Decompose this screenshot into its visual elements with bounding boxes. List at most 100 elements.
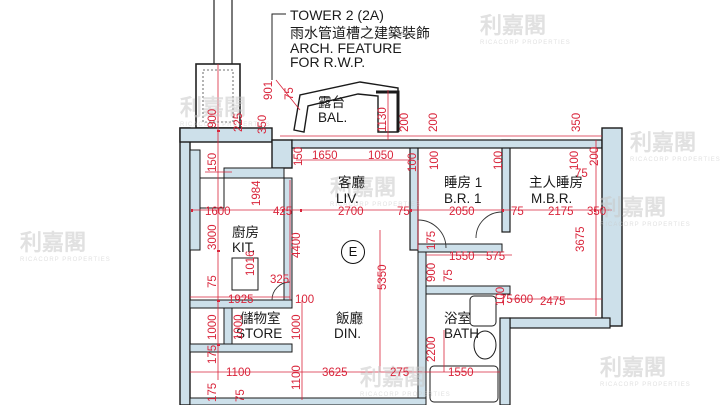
room-label-store-en: STORE (236, 326, 283, 341)
dim-150: 150 (207, 152, 219, 172)
room-label-kitchen-zh: 廚房 (232, 225, 259, 240)
dim-1016: 1016 (245, 250, 257, 276)
room-label-mbr-en: M.B.R. (531, 191, 573, 206)
dim-900-b: 900 (426, 262, 438, 282)
room-label-kitchen-en: KIT. (232, 240, 256, 255)
dim-175-c: 175 (207, 382, 219, 402)
dim-3000: 3000 (207, 224, 219, 250)
dim-100-b: 100 (429, 150, 441, 170)
dim-200-c: 200 (589, 146, 601, 166)
toilet (473, 330, 497, 360)
dim-200-a: 200 (399, 112, 411, 132)
dim-1000-c: 1000 (291, 314, 303, 340)
tower-label: TOWER 2 (2A) (290, 7, 384, 23)
dim-2475: 2475 (540, 296, 566, 308)
dim-2200: 2200 (426, 336, 438, 362)
dim-1050: 1050 (368, 150, 394, 162)
unit-marker: E (341, 240, 365, 264)
dimension-ticks (191, 130, 596, 346)
kitchen-counter (223, 167, 285, 179)
dim-350-left: 350 (257, 114, 269, 134)
wall-south-mbr (509, 317, 611, 329)
dim-2700: 2700 (338, 206, 364, 218)
leader-line (271, 13, 286, 80)
room-label-mbr-zh: 主人睡房 (529, 175, 583, 190)
kitchen-wall (189, 149, 201, 251)
room-label-bedroom1-en: B.R. 1 (444, 191, 482, 206)
dim-2175: 2175 (548, 206, 574, 218)
room-label-living-zh: 客廳 (338, 175, 365, 190)
dim-901: 901 (263, 80, 275, 100)
dim-1000-b: 1000 (233, 314, 245, 340)
dim-325: 325 (270, 274, 290, 286)
dim-350-top: 350 (571, 112, 583, 132)
dim-175-b: 175 (207, 344, 219, 364)
balcony-outline (293, 81, 399, 133)
room-label-balcony-zh: 露台 (318, 95, 345, 110)
room-label-bath-zh: 浴室 (444, 311, 471, 326)
dim-75-d: 75 (207, 275, 219, 288)
door-swing (475, 211, 503, 239)
dim-350-r: 350 (587, 206, 607, 218)
dim-1550-b: 1550 (448, 367, 474, 379)
dimension-lines (190, 64, 612, 400)
dim-75-c: 75 (443, 269, 455, 282)
dim-100-d: 100 (569, 150, 581, 170)
room-label-bedroom1-zh: 睡房 1 (444, 175, 483, 190)
room-label-dining-en: DIN. (334, 326, 361, 341)
dim-3625: 3625 (322, 367, 348, 379)
dim-900-left: 900 (207, 108, 219, 128)
dim-5350: 5350 (377, 264, 389, 290)
column (271, 139, 293, 169)
dim-1100-b: 1100 (291, 365, 303, 390)
washbasin (469, 295, 497, 327)
dim-275: 275 (390, 367, 410, 379)
wall-south-din (189, 397, 427, 405)
dim-2050: 2050 (449, 206, 475, 218)
dim-100-e: 100 (495, 286, 507, 306)
door-swing (271, 281, 291, 301)
room-label-bath-en: BATH (444, 326, 480, 341)
dim-1984: 1984 (251, 180, 263, 206)
dim-100-a: 100 (407, 152, 419, 172)
dim-225-left: 225 (233, 112, 245, 132)
dim-425: 425 (273, 206, 293, 218)
wall-bath-east (499, 317, 511, 405)
dim-1925: 1925 (228, 294, 254, 306)
dim-100-f: 100 (295, 294, 315, 306)
balcony-wall (376, 90, 400, 132)
wall-bath-north (425, 285, 511, 295)
dim-1130: 1130 (377, 107, 389, 132)
door-swing (417, 219, 447, 249)
dim-75-a: 75 (397, 206, 410, 218)
wall-north-kitchen (179, 127, 273, 143)
dim-4400: 4400 (291, 232, 303, 258)
dim-1650: 1650 (312, 150, 338, 162)
wall-store-south (189, 343, 293, 353)
dim-75-e: 75 (500, 294, 513, 306)
wall-east (601, 127, 623, 327)
dim-1600: 1600 (205, 206, 231, 218)
note-zh: 雨水管道槽之建築裝飾 (290, 25, 430, 41)
dim-100-c: 100 (493, 150, 505, 170)
dim-1550-a: 1550 (449, 251, 475, 263)
dim-75-top: 75 (284, 87, 296, 100)
kitchen-fixture-2 (231, 257, 259, 291)
wall-west (179, 127, 191, 405)
shower-tray (429, 365, 499, 403)
dim-75-b: 75 (511, 206, 524, 218)
room-label-balcony-en: BAL. (318, 110, 348, 125)
dim-175-a: 175 (426, 230, 438, 250)
kitchen-fixture (199, 177, 225, 209)
room-label-store-zh: 儲物室 (240, 311, 281, 326)
note-en-line2: FOR R.W.P. (290, 54, 366, 70)
dim-150-b: 150 (293, 146, 305, 166)
dim-600: 600 (514, 294, 534, 306)
